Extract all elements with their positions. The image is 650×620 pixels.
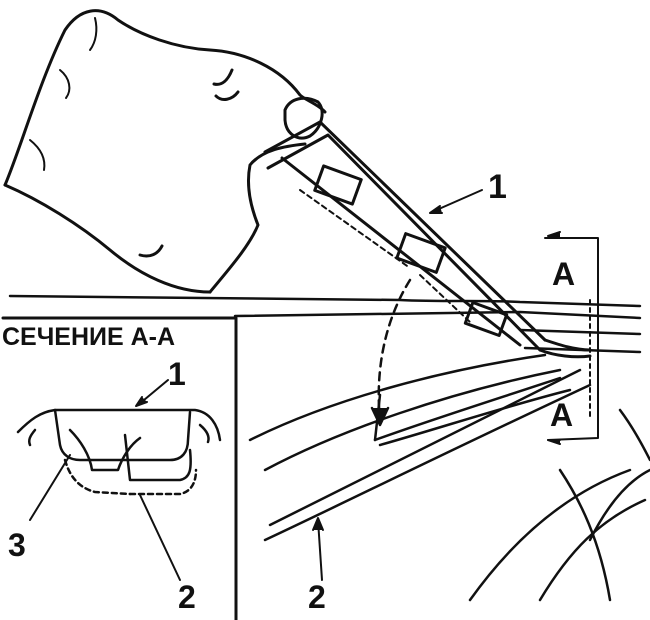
section-mark-top: A — [552, 256, 575, 292]
callout-part-1-main: 1 — [488, 168, 507, 206]
callout-part-1-section: 1 — [168, 356, 186, 392]
callout-part-2-section: 2 — [178, 579, 196, 615]
callout-part-2-main: 2 — [308, 579, 326, 615]
removal-direction-arrow — [370, 278, 412, 427]
section-marker — [544, 231, 599, 445]
molding-strip — [263, 120, 592, 359]
section-inset — [1, 316, 238, 620]
clip-2 — [395, 232, 447, 274]
section-mark-bottom: A — [550, 397, 573, 433]
clip-3 — [463, 301, 509, 337]
section-title: СЕЧЕНИЕ А-А — [2, 323, 175, 351]
callout-part-3-section: 3 — [8, 527, 26, 563]
section-profile — [16, 408, 222, 496]
clip-1 — [313, 164, 363, 206]
leader-part-3-section — [29, 454, 71, 521]
leader-lines — [29, 189, 483, 581]
leader-part-2-section — [139, 494, 181, 581]
hand-illustration — [3, 9, 327, 294]
